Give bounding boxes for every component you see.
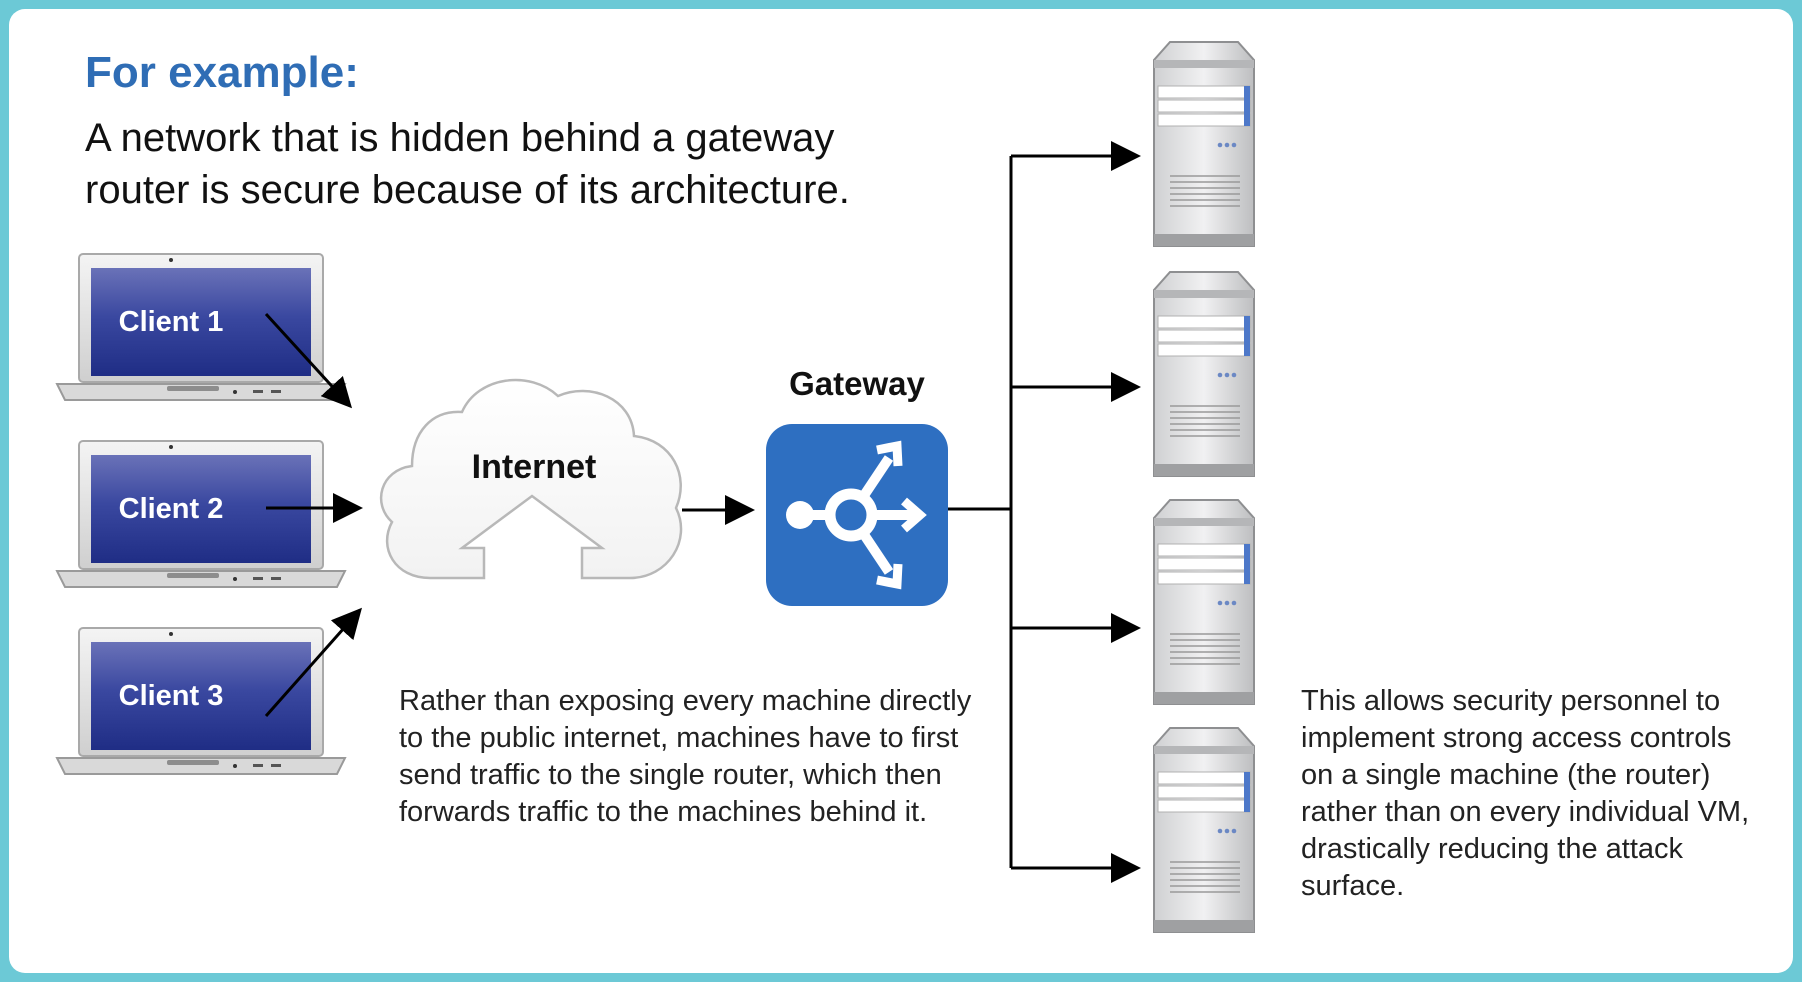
gateway-label: Gateway xyxy=(789,365,925,402)
laptop-base xyxy=(55,570,347,588)
webcam-icon xyxy=(169,258,173,262)
server-2-icon xyxy=(1153,271,1255,477)
client-laptop-1: Client 1 xyxy=(55,253,347,401)
client-label: Client 2 xyxy=(119,493,224,525)
client-label: Client 1 xyxy=(119,306,224,338)
internet-cloud-icon xyxy=(379,378,683,580)
arrow-client3-to-internet xyxy=(264,607,362,717)
subheading: A network that is hidden behind a gatewa… xyxy=(85,116,850,212)
heading: For example: xyxy=(85,48,359,97)
laptop-base xyxy=(55,757,347,775)
webcam-icon xyxy=(169,445,173,449)
server-4-icon xyxy=(1153,727,1255,933)
client-laptop-2: Client 2 xyxy=(55,440,347,588)
laptop-screen xyxy=(91,642,311,750)
internet-label: Internet xyxy=(472,448,597,486)
client-laptop-3: Client 3 xyxy=(55,627,347,775)
server-3-icon xyxy=(1153,499,1255,705)
arrow-client1-to-internet xyxy=(264,312,353,409)
webcam-icon xyxy=(169,632,173,636)
gateway-router-icon xyxy=(766,424,948,606)
explanation-text-right: This allows security personnel to implem… xyxy=(1301,685,1750,902)
server-1-icon xyxy=(1153,41,1255,247)
explanation-text-left: Rather than exposing every machine direc… xyxy=(399,685,972,828)
client-label: Client 3 xyxy=(119,680,224,712)
